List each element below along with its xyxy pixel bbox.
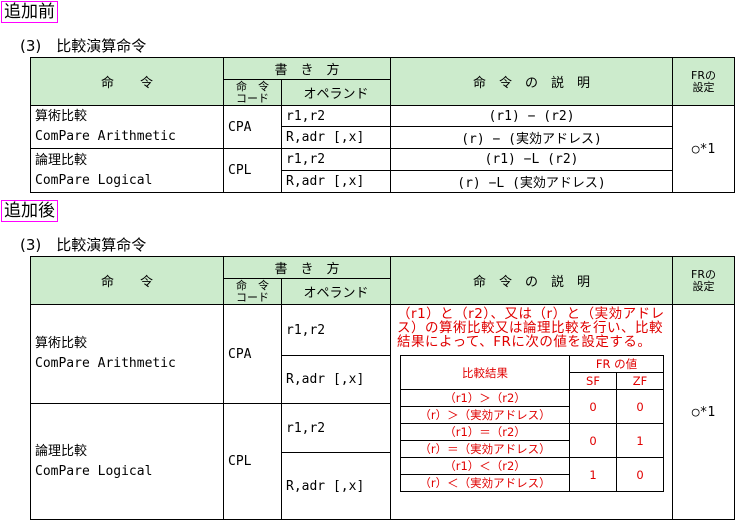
operand: r1,r2 (281, 105, 392, 127)
section-title-before: (3) 比較演算命令 (20, 37, 147, 55)
header-writing: 書 き 方 (222, 57, 392, 80)
header-writing: 書 き 方 (222, 256, 392, 279)
operand: R,adr [,x] (281, 126, 392, 149)
description-cell: （r1）と（r2）、又は（r）と（実効アドレス）の算術比較又は論理比較を行い、比… (390, 304, 674, 520)
header-description: 命 令 の 説 明 (390, 57, 674, 106)
instruction-code: CPA (223, 105, 282, 149)
instruction-code: CPA (223, 304, 282, 404)
result-condition: （r）＜（実効アドレス） (400, 474, 571, 492)
result-condition: （r1）＞（r2） (400, 389, 571, 407)
sf-value: 0 (569, 423, 618, 458)
result-condition: （r）＝（実効アドレス） (400, 440, 571, 458)
header-instruction: 命 令 (30, 256, 224, 305)
before-tag: 追加前 (1, 1, 58, 23)
header-fr: FRの 設定 (672, 256, 736, 305)
zf-value: 1 (616, 423, 665, 458)
operand: r1,r2 (281, 304, 392, 356)
description: (r) −L (実効アドレス) (390, 170, 674, 193)
section-title-after: (3) 比較演算命令 (20, 236, 147, 254)
header-code: 命 令 コード (223, 79, 282, 106)
operand: R,adr [,x] (281, 355, 392, 404)
header-operand: オペランド (280, 278, 392, 305)
after-tag: 追加後 (1, 200, 58, 222)
operand: R,adr [,x] (281, 452, 392, 520)
description: （r1）と（r2）、又は（r）と（実効アドレス）の算術比較又は論理比較を行い、比… (397, 306, 665, 350)
fr-setting: ○*1 (672, 304, 736, 520)
description: (r1) − (r2) (390, 105, 674, 127)
zf-value: 0 (616, 457, 665, 492)
fr-setting: ○*1 (672, 105, 736, 193)
zf-value: 0 (616, 389, 665, 424)
description: (r) − (実効アドレス) (390, 126, 674, 149)
header-result: 比較結果 (400, 355, 571, 390)
header-zf: ZF (616, 372, 665, 390)
header-sf: SF (569, 372, 618, 390)
sf-value: 1 (569, 457, 618, 492)
header-fr-value: FR の値 (569, 355, 665, 373)
description: (r1) −L (r2) (390, 148, 674, 171)
instruction-code: CPL (223, 148, 282, 193)
result-condition: （r1）＜（r2） (400, 457, 571, 475)
header-operand: オペランド (280, 79, 392, 106)
header-instruction: 命 令 (30, 57, 224, 106)
result-condition: （r1）＝（r2） (400, 423, 571, 441)
header-code: 命 令 コード (223, 278, 282, 305)
header-description: 命 令 の 説 明 (390, 256, 674, 305)
operand: r1,r2 (281, 148, 392, 171)
result-condition: （r）＞（実効アドレス） (400, 406, 571, 424)
operand: R,adr [,x] (281, 170, 392, 193)
sf-value: 0 (569, 389, 618, 424)
header-fr: FRの 設定 (672, 57, 736, 106)
operand: r1,r2 (281, 403, 392, 453)
instruction-code: CPL (223, 403, 282, 520)
